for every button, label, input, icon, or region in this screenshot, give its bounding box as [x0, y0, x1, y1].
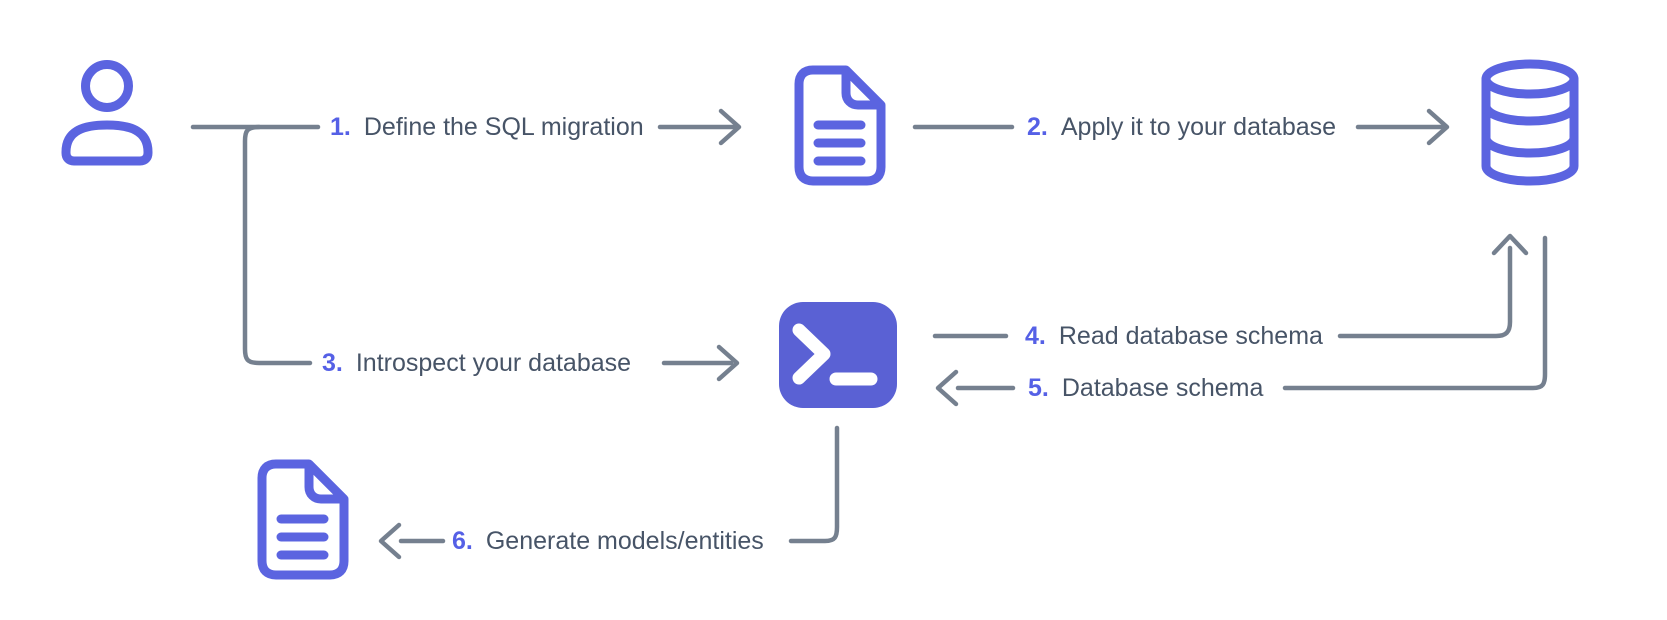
arrow-up-icon	[1491, 233, 1529, 256]
connector-step-2	[912, 108, 1450, 146]
arrow-right-icon	[718, 108, 742, 146]
migration-document-icon	[799, 70, 881, 181]
step-text: Generate models/entities	[485, 526, 764, 555]
step-3-label: 3. Introspect your database	[322, 345, 631, 381]
step-4-label: 4. Read database schema	[1025, 318, 1323, 354]
database-icon	[1481, 59, 1579, 186]
step-text: Read database schema	[1058, 321, 1323, 350]
step-number: 1.	[330, 112, 351, 141]
step-text: Introspect your database	[355, 348, 632, 377]
step-5-label: 5. Database schema	[1028, 370, 1263, 406]
step-6-label: 6. Generate models/entities	[452, 523, 764, 559]
step-text: Database schema	[1061, 373, 1264, 402]
step-number: 6.	[452, 526, 473, 555]
arrow-left-icon	[935, 369, 959, 407]
arrow-left-icon	[378, 522, 402, 560]
step-number: 5.	[1028, 373, 1049, 402]
step-text: Define the SQL migration	[363, 112, 644, 141]
connector-step-3	[242, 124, 740, 382]
connector-step-4	[932, 233, 1529, 339]
step-2-label: 2. Apply it to your database	[1027, 109, 1336, 145]
arrow-right-icon	[716, 344, 740, 382]
step-number: 3.	[322, 348, 343, 377]
step-number: 2.	[1027, 112, 1048, 141]
step-number: 4.	[1025, 321, 1046, 350]
connector-step-6	[378, 425, 840, 560]
step-text: Apply it to your database	[1060, 112, 1337, 141]
terminal-icon	[779, 302, 897, 408]
step-1-label: 1. Define the SQL migration	[330, 109, 644, 145]
user-icon	[61, 60, 153, 166]
models-document-icon	[262, 464, 344, 575]
arrow-right-icon	[1426, 108, 1450, 146]
connector-step-5	[935, 235, 1548, 407]
